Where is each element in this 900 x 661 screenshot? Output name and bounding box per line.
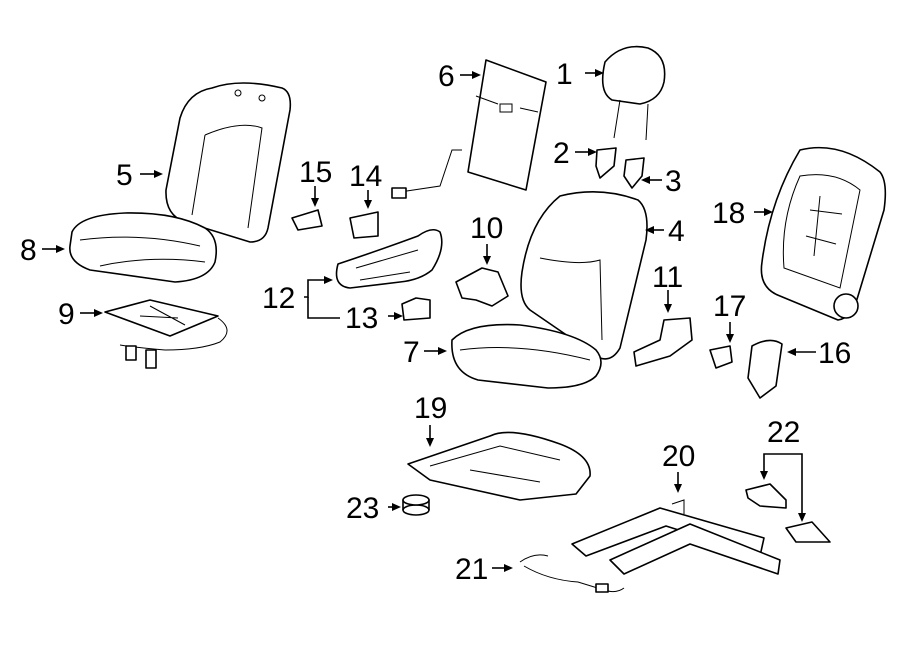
callout-1: 1 — [556, 58, 573, 91]
part-15-trim-cover — [291, 209, 323, 231]
part-20-seat-track — [571, 499, 781, 575]
part-12-side-shield — [335, 228, 443, 289]
callout-3: 3 — [665, 165, 682, 198]
part-18-seat-back-frame — [760, 146, 887, 321]
callout-13: 13 — [345, 302, 378, 335]
callout-21: 21 — [455, 553, 488, 586]
part-22-cover-upper — [745, 483, 787, 509]
part-7-seat-cushion — [451, 323, 602, 389]
part-1-headrest — [601, 45, 666, 141]
part-23-cap — [402, 494, 430, 516]
callout-20: 20 — [662, 440, 695, 473]
callout-14: 14 — [349, 160, 382, 193]
part-10-inner-cover — [455, 267, 509, 307]
callout-12: 12 — [262, 282, 295, 315]
part-21-cable — [519, 554, 625, 593]
callout-15: 15 — [299, 156, 332, 189]
part-14-trim-piece — [349, 211, 379, 239]
part-11-side-cover — [633, 317, 693, 367]
part-9-seat-heater — [104, 299, 228, 369]
callout-10: 10 — [470, 212, 503, 245]
callout-5: 5 — [116, 159, 133, 192]
callout-16: 16 — [818, 337, 851, 370]
part-17-clip — [709, 345, 733, 369]
callout-4: 4 — [668, 215, 685, 248]
callout-22: 22 — [767, 416, 800, 449]
part-6-lumbar-support — [391, 59, 547, 199]
part-16-back-trim — [747, 339, 783, 399]
callout-9: 9 — [58, 298, 75, 331]
callout-19: 19 — [414, 392, 447, 425]
leader-lines — [42, 69, 816, 572]
callout-17: 17 — [713, 290, 746, 323]
callout-8: 8 — [20, 234, 37, 267]
part-5-seat-back-cover — [165, 82, 292, 243]
callout-18: 18 — [712, 197, 745, 230]
callout-23: 23 — [346, 492, 379, 525]
part-3-headrest-guide — [623, 157, 645, 189]
part-13-bracket — [401, 297, 431, 321]
part-22-cover-lower — [785, 521, 831, 543]
part-8-seat-cushion-cover — [69, 212, 218, 283]
callout-2: 2 — [553, 137, 570, 170]
callout-6: 6 — [438, 60, 455, 93]
part-2-headrest-guide — [595, 147, 617, 179]
callout-7: 7 — [403, 336, 420, 369]
part-19-cushion-frame — [407, 431, 591, 501]
callout-11: 11 — [652, 261, 683, 294]
part-4-seat-back — [520, 191, 648, 360]
